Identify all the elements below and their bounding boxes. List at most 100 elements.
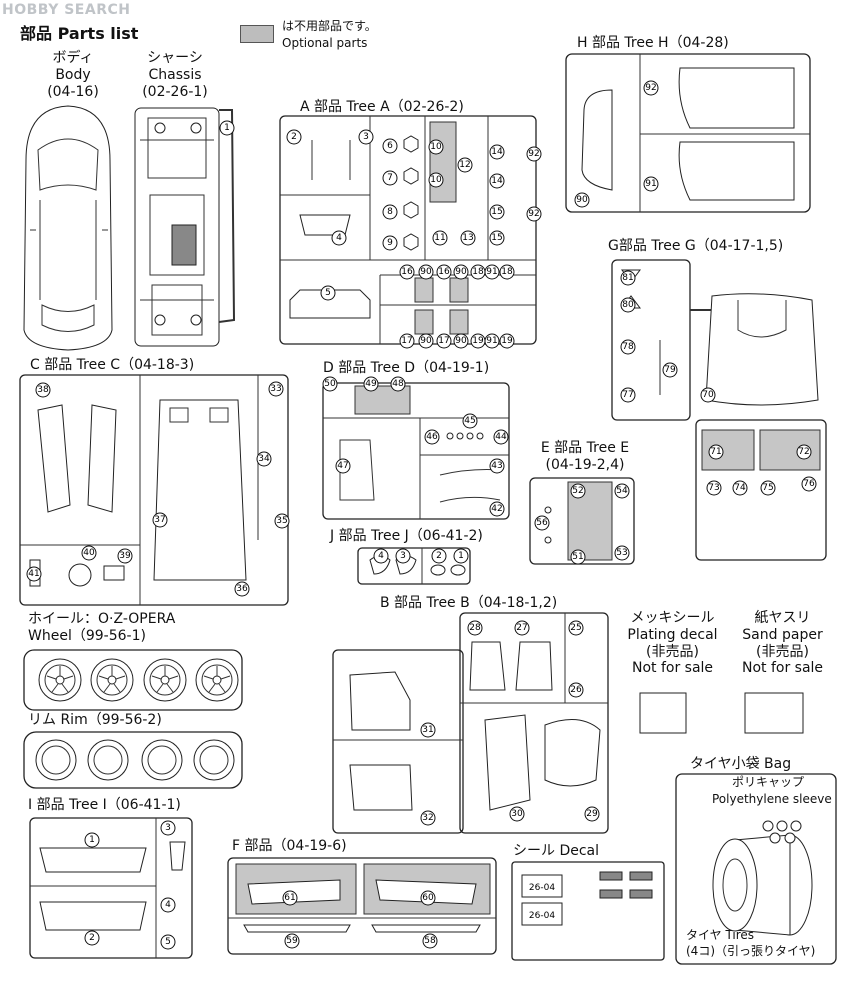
part-number-90: 90 [418,333,434,349]
svg-text:11: 11 [434,233,445,243]
part-number-81: 81 [620,270,636,286]
svg-text:70: 70 [702,390,714,400]
part-number-32: 32 [420,810,436,826]
part-number-38: 38 [35,382,51,398]
part-number-8: 8 [382,204,398,220]
watermark: HOBBY SEARCH [2,2,131,18]
svg-text:49: 49 [365,379,377,389]
tree-c-frame [19,374,289,606]
svg-text:27: 27 [516,623,527,633]
legend: は不用部品です。 Optional parts [282,18,377,53]
svg-text:90: 90 [455,267,467,277]
part-number-40: 40 [81,545,97,561]
tree-b-label: B 部品 Tree B（04-18-1,2) [380,595,558,611]
part-number-6: 6 [382,138,398,154]
tree-e-label-1: E 部品 Tree E [540,440,630,456]
tree-d-label: D 部品 Tree D（04-19-1) [323,360,490,376]
tree-g-frame [611,259,827,561]
part-number-5: 5 [320,285,336,301]
part-number-18: 18 [499,264,515,280]
part-number-45: 45 [462,413,478,429]
part-number-3: 3 [160,820,176,836]
part-number-12: 12 [457,157,473,173]
decal-plate-2: 26-04 [529,911,555,921]
plating-nfs-en: Not for sale [631,660,714,677]
chassis-label-en: Chassis [148,66,202,83]
svg-text:56: 56 [536,518,548,528]
svg-text:53: 53 [616,548,627,558]
rim-parts [35,739,235,781]
tree-e-label-2: (04-19-2,4) [545,456,625,473]
part-number-49: 49 [363,376,379,392]
sandpaper-nfs-ja: (非売品) [756,643,809,660]
part-number-34: 34 [256,451,272,467]
part-number-60: 60 [420,890,436,906]
svg-text:92: 92 [645,83,656,93]
part-number-90: 90 [574,192,590,208]
svg-text:1: 1 [458,551,464,561]
part-number-3: 3 [358,129,374,145]
body-label-ja: ボディ [52,50,94,66]
part-number-90: 90 [418,264,434,280]
decal-plate-1: 26-04 [529,883,555,893]
svg-text:6: 6 [387,141,393,151]
svg-text:36: 36 [236,584,248,594]
svg-text:39: 39 [119,551,131,561]
svg-text:5: 5 [165,937,171,947]
tree-e-label: E 部品 Tree E (04-19-2,4) [530,440,640,474]
svg-text:13: 13 [462,233,473,243]
svg-text:28: 28 [469,623,481,633]
page-title: 部品 Parts list [20,24,139,43]
part-number-1: 1 [84,832,100,848]
svg-text:60: 60 [422,893,434,903]
svg-text:10: 10 [430,175,442,185]
svg-text:16: 16 [401,267,413,277]
svg-text:38: 38 [37,385,49,395]
part-number-79: 79 [662,362,678,378]
decal-label: シール Decal [513,843,600,859]
svg-text:35: 35 [276,516,287,526]
part-number-16: 16 [436,264,452,280]
part-number-4: 4 [160,897,176,913]
svg-text:48: 48 [392,379,404,389]
wheel-4 [195,658,239,702]
svg-text:4: 4 [378,551,384,561]
tree-c-label: C 部品 Tree C（04-18-3) [30,357,195,373]
sandpaper-nfs-en: Not for sale [741,660,824,677]
part-number-10: 10 [428,172,444,188]
part-number-80: 80 [620,297,636,313]
wheel-frame [23,649,243,711]
part-number-5: 5 [160,934,176,950]
part-number-78: 78 [620,339,636,355]
body-part [23,105,113,351]
sandpaper-ja: 紙ヤスリ [754,610,811,626]
part-number-90: 90 [453,264,469,280]
part-number-41: 41 [26,566,42,582]
sandpaper-en: Sand paper [742,626,823,643]
svg-text:43: 43 [491,461,502,471]
part-number-9: 9 [382,235,398,251]
chassis-label: シャーシ Chassis (02-26-1) [135,50,215,100]
part-number-48: 48 [390,376,406,392]
part-number-91: 91 [643,176,659,192]
svg-text:41: 41 [28,569,39,579]
part-number-75: 75 [760,480,776,496]
wheel-parts [38,658,239,702]
part-number-31: 31 [420,722,436,738]
svg-text:58: 58 [424,936,436,946]
svg-text:91: 91 [645,179,656,189]
svg-text:15: 15 [491,233,502,243]
svg-text:73: 73 [708,483,719,493]
tree-b-frame [332,612,609,834]
svg-text:14: 14 [491,176,503,186]
svg-text:42: 42 [491,504,502,514]
svg-text:12: 12 [459,160,470,170]
svg-text:90: 90 [576,195,588,205]
part-number-43: 43 [489,458,505,474]
svg-text:2: 2 [291,132,297,142]
svg-text:32: 32 [422,813,433,823]
tree-g-label: G部品 Tree G（04-17-1,5) [608,238,784,254]
part-number-26: 26 [568,682,584,698]
svg-text:17: 17 [438,336,449,346]
svg-text:18: 18 [501,267,513,277]
